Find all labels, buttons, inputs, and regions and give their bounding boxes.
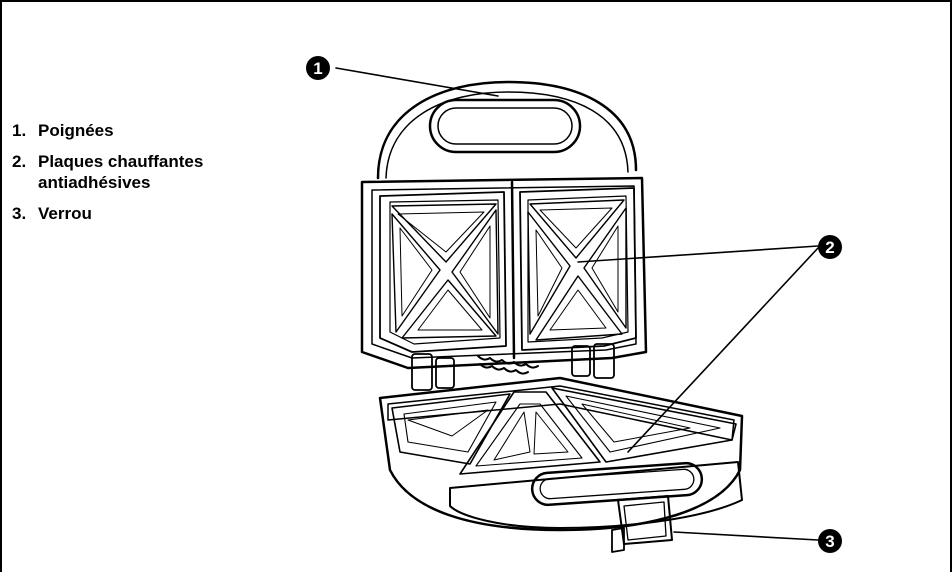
lower-base: [378, 376, 744, 553]
upper-handle-grip: [428, 98, 582, 154]
leader-3: [673, 531, 819, 541]
power-cord: [477, 355, 539, 369]
svg-text:2: 2: [825, 238, 834, 257]
upper-lid: [360, 80, 648, 370]
legend-label: Verrou: [38, 204, 92, 223]
hinges: [411, 343, 615, 391]
callout-leaders: [335, 67, 819, 541]
lower-right-plate: [551, 387, 737, 463]
lower-left-plate: [391, 393, 511, 465]
upper-right-plate: [519, 187, 637, 351]
leader-2a: [577, 245, 819, 263]
legend-item-handles: 1. Poignées: [12, 120, 272, 141]
leader-2b: [627, 247, 819, 453]
latch: [611, 495, 673, 553]
parts-legend: 1. Poignées 2. Plaques chauffantes antia…: [12, 120, 272, 234]
lower-handle-grip: [530, 461, 704, 507]
upper-lid-body: [360, 176, 648, 370]
legend-number: 2.: [12, 152, 27, 171]
callout-marker-1: 1: [306, 56, 330, 80]
legend-number: 3.: [12, 204, 27, 223]
legend-label: Plaques chauffantes antiadhésives: [38, 152, 204, 192]
legend-number: 1.: [12, 121, 27, 140]
upper-left-plate: [379, 191, 507, 353]
lower-front-handle: [449, 461, 743, 529]
legend-item-plates: 2. Plaques chauffantes antiadhésives: [12, 151, 272, 193]
legend-item-latch: 3. Verrou: [12, 203, 272, 224]
leader-1: [335, 67, 499, 97]
upper-handle-shell: [376, 80, 638, 180]
lower-middle-plate: [459, 391, 601, 475]
legend-label: Poignées: [38, 121, 114, 140]
svg-text:3: 3: [825, 532, 834, 551]
callout-marker-3: 3: [818, 529, 842, 553]
lower-base-body: [378, 376, 744, 532]
svg-text:1: 1: [313, 59, 322, 78]
callout-marker-2: 2: [818, 235, 842, 259]
